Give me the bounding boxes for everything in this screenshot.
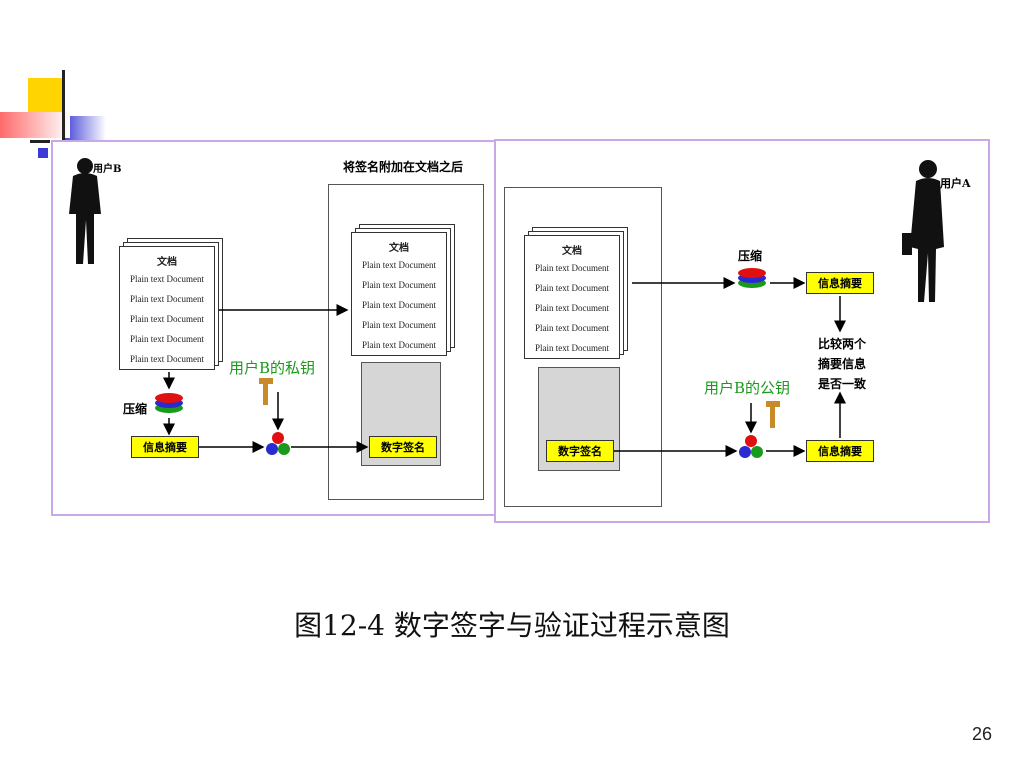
user-b-label: 用户B — [93, 164, 122, 175]
document-line: Plain text Document — [362, 320, 436, 330]
compress-label: 压缩 — [738, 249, 763, 263]
document-line: Plain text Document — [362, 300, 436, 310]
compare-text-line: 摘要信息 — [818, 357, 867, 371]
signing-panel: 用户B 文档 Plain text Document Plain text Do… — [51, 140, 497, 516]
document-line: Plain text Document — [362, 280, 436, 290]
document-line: Plain text Document — [362, 260, 436, 270]
digital-signature-box: 数字签名 — [546, 440, 614, 462]
compare-text-line: 是否一致 — [818, 377, 867, 391]
document-line: Plain text Document — [535, 283, 609, 293]
private-key-label: 用户B的私钥 — [229, 359, 316, 377]
source-document: 文档 Plain text Document Plain text Docume… — [119, 238, 223, 370]
message-digest-top-box: 信息摘要 — [806, 272, 874, 294]
public-key-label: 用户B的公钥 — [704, 379, 791, 397]
document-title: 文档 — [389, 243, 409, 254]
document-line: Plain text Document — [130, 354, 204, 364]
message-digest-bottom-box: 信息摘要 — [806, 440, 874, 462]
document-line: Plain text Document — [130, 294, 204, 304]
key-icon — [766, 401, 780, 428]
figure-caption: 图12-4 数字签字与验证过程示意图 — [294, 609, 730, 642]
document-line: Plain text Document — [535, 343, 609, 353]
signing-arrows — [163, 304, 369, 453]
signed-document: 文档 Plain text Document Plain text Docume… — [351, 224, 459, 356]
message-digest-box: 信息摘要 — [131, 436, 199, 458]
user-a-silhouette-icon — [902, 160, 944, 302]
page-number: 26 — [971, 724, 992, 744]
document-line: Plain text Document — [130, 334, 204, 344]
compare-text-line: 比较两个 — [818, 337, 867, 351]
document-title: 文档 — [562, 246, 582, 257]
document-line: Plain text Document — [535, 323, 609, 333]
user-b-silhouette-icon — [69, 158, 101, 264]
key-icon — [259, 378, 273, 405]
user-a-label: 用户A — [940, 177, 971, 190]
encrypt-node-icon — [266, 432, 290, 455]
compress-label: 压缩 — [123, 402, 148, 416]
document-line: Plain text Document — [535, 263, 609, 273]
document-title: 文档 — [157, 257, 177, 268]
document-line: Plain text Document — [362, 340, 436, 350]
compress-disk-icon — [738, 268, 766, 288]
received-document: 文档 Plain text Document Plain text Docume… — [524, 227, 632, 359]
compress-disk-icon — [155, 393, 183, 413]
digital-signature-box: 数字签名 — [369, 436, 437, 458]
attach-caption: 将签名附加在文档之后 — [343, 160, 464, 174]
document-line: Plain text Document — [535, 303, 609, 313]
decrypt-node-icon — [739, 435, 763, 458]
document-line: Plain text Document — [130, 274, 204, 284]
document-line: Plain text Document — [130, 314, 204, 324]
verification-panel: 文档 Plain text Document Plain text Docume… — [494, 139, 990, 523]
slide-corner-decoration — [0, 70, 120, 170]
verification-arrows — [614, 277, 846, 457]
